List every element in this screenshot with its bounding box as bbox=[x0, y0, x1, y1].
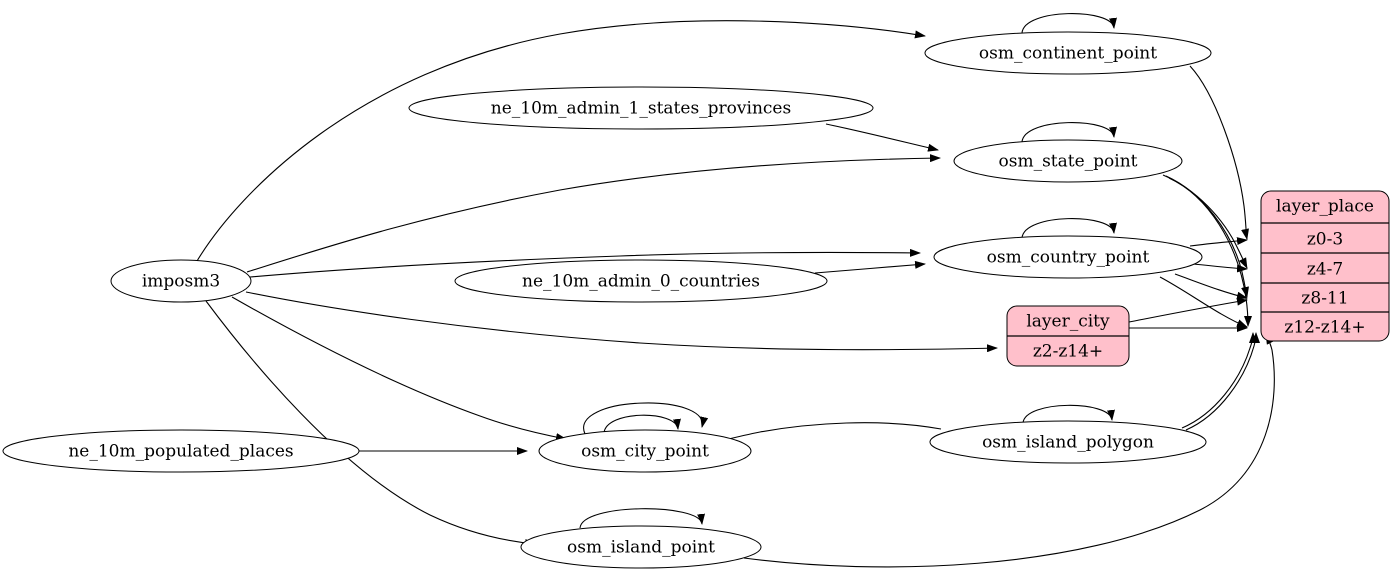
node-imposm3[interactable]: imposm3 bbox=[110, 259, 252, 303]
node-osm_country_point[interactable]: osm_country_point bbox=[933, 235, 1203, 279]
edge-osm_island_polygon-to-layer_place-z12-z14-b bbox=[1185, 332, 1260, 431]
layer_place-row-z4-7[interactable]: z4-7 bbox=[1307, 260, 1343, 280]
node-osm_continent_point-label: osm_continent_point bbox=[979, 44, 1157, 64]
node-ne_10m_populated_places[interactable]: ne_10m_populated_places bbox=[2, 429, 360, 473]
edge-osm_island_point-to-layer_place-z12-z14 bbox=[743, 333, 1275, 568]
edge-imposm3-to-osm_continent_point bbox=[196, 20, 926, 262]
edge-imposm3-to-osm_city_point bbox=[231, 296, 567, 442]
selfloop-osm_continent_point bbox=[1021, 13, 1117, 34]
edge-ne_10m_admin_1_states_provinces-to-osm_state_point bbox=[825, 123, 939, 152]
node-osm_state_point[interactable]: osm_state_point bbox=[953, 139, 1183, 183]
selfloop-osm_island_point bbox=[579, 508, 705, 529]
edge-imposm3-to-osm_state_point bbox=[246, 154, 941, 273]
selfloop-osm_city_point-inner bbox=[603, 414, 681, 434]
node-osm_city_point[interactable]: osm_city_point bbox=[538, 429, 752, 473]
selfloop-osm_island_polygon bbox=[1022, 404, 1115, 424]
layer_city-title: layer_city bbox=[1026, 312, 1110, 332]
node-osm_island_polygon[interactable]: osm_island_polygon bbox=[929, 420, 1207, 464]
edge-osm_continent_point-to-layer_place-z0-3 bbox=[1189, 65, 1249, 240]
layer_place-title: layer_place bbox=[1276, 197, 1374, 217]
edge-layer bbox=[196, 13, 1275, 568]
edge-osm_country_point-to-layer_place-z0-3 bbox=[1189, 237, 1248, 247]
node-osm_country_point-label: osm_country_point bbox=[987, 248, 1150, 268]
selfloop-osm_country_point bbox=[1021, 218, 1117, 239]
node-osm_city_point-label: osm_city_point bbox=[581, 442, 709, 462]
node-ne_10m_admin_0_countries-label: ne_10m_admin_0_countries bbox=[522, 272, 760, 292]
selfloop-osm_city_point-outer bbox=[583, 402, 709, 435]
node-ne_10m_admin_1_states_provinces[interactable]: ne_10m_admin_1_states_provinces bbox=[408, 86, 874, 130]
edge-osm_state_point-to-layer_place-z8-11 bbox=[1165, 175, 1249, 298]
edge-osm_island_polygon-to-osm_city_point bbox=[711, 422, 942, 445]
node-ne_10m_admin_1_states_provinces-label: ne_10m_admin_1_states_provinces bbox=[491, 99, 791, 119]
layer_place-row-z12-z14plus[interactable]: z12-z14+ bbox=[1284, 318, 1365, 338]
edge-layer_city-to-layer_place-z8-11 bbox=[1128, 297, 1248, 323]
node-layer_city[interactable]: layer_city z2-z14+ bbox=[1006, 305, 1130, 367]
layer_place-row-z8-11[interactable]: z8-11 bbox=[1301, 289, 1348, 309]
layer_place-row-z0-3[interactable]: z0-3 bbox=[1307, 230, 1343, 250]
node-osm_continent_point[interactable]: osm_continent_point bbox=[924, 31, 1212, 75]
node-osm_island_point-label: osm_island_point bbox=[567, 538, 715, 558]
edge-osm_country_point-to-layer_place-z4-7 bbox=[1192, 263, 1248, 273]
edge-osm_island_polygon-to-layer_place-z12-z14 bbox=[1181, 332, 1257, 429]
node-osm_state_point-label: osm_state_point bbox=[999, 152, 1138, 172]
table-node-layer: osm_continent_point osm_state_point osm_… bbox=[520, 31, 1212, 569]
selfloop-osm_state_point bbox=[1021, 122, 1117, 143]
edge-imposm3-to-osm_island_point bbox=[205, 300, 536, 547]
node-osm_island_point[interactable]: osm_island_point bbox=[520, 525, 762, 569]
edge-osm_country_point-to-layer_place-z12-z14 bbox=[1159, 276, 1248, 328]
record-node-layer: layer_place z0-3 z4-7 z8-11 z12-z14+ lay… bbox=[1006, 190, 1390, 367]
node-ne_10m_admin_0_countries[interactable]: ne_10m_admin_0_countries bbox=[454, 259, 828, 303]
node-ne_10m_populated_places-label: ne_10m_populated_places bbox=[68, 442, 293, 462]
node-layer_place[interactable]: layer_place z0-3 z4-7 z8-11 z12-z14+ bbox=[1260, 190, 1390, 342]
source-node-layer: imposm3 ne_10m_admin_1_states_provinces … bbox=[2, 86, 874, 473]
edge-osm_country_point-to-layer_place-z8-11 bbox=[1174, 273, 1248, 300]
edge-ne_10m_admin_0_countries-to-osm_country_point bbox=[814, 260, 926, 274]
node-imposm3-label: imposm3 bbox=[142, 272, 220, 292]
node-osm_island_polygon-label: osm_island_polygon bbox=[982, 433, 1154, 453]
edge-imposm3-to-layer_city bbox=[245, 291, 998, 353]
edge-imposm3-to-osm_country_point bbox=[249, 248, 921, 278]
edge-osm_state_point-to-layer_place-z12-z14 bbox=[1168, 177, 1252, 327]
layer_city-row-z2-z14plus[interactable]: z2-z14+ bbox=[1033, 342, 1103, 362]
